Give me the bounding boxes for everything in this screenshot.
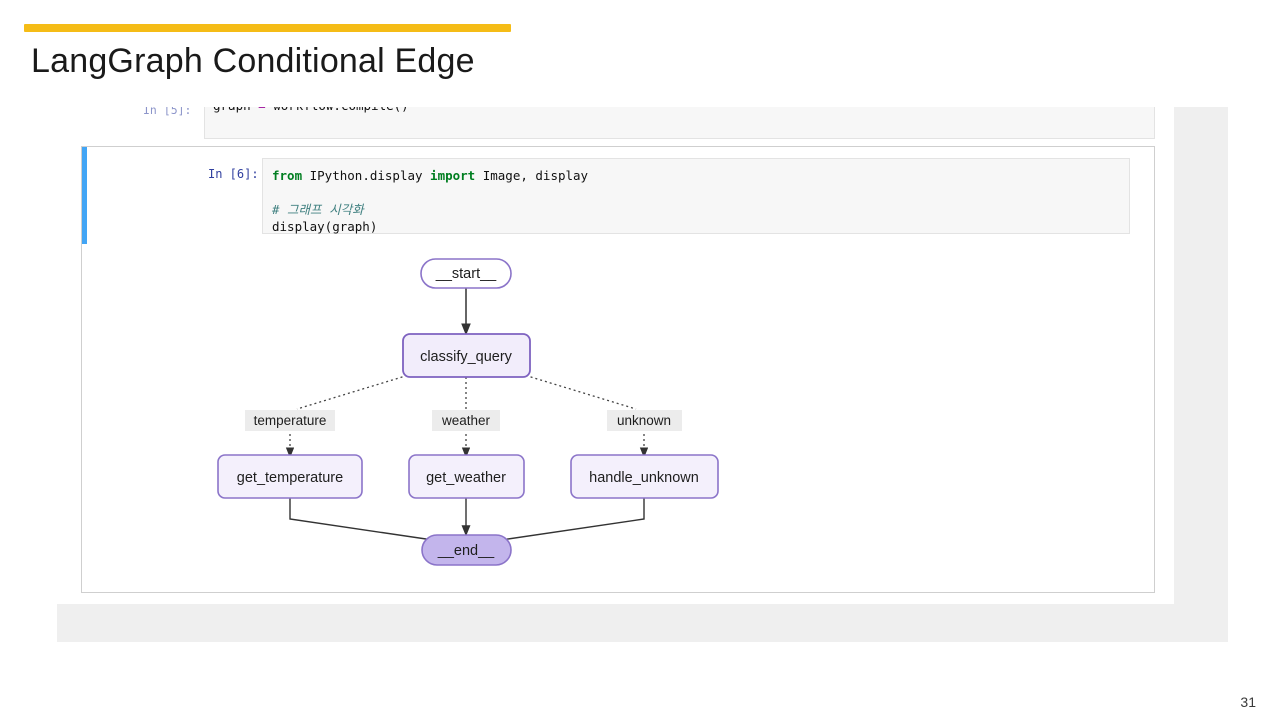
cell-output-graph: temperature weather unknown __start__ [82,244,1154,592]
code-token-operator: = [258,107,266,113]
edge-label-unknown: unknown [617,413,671,428]
graph-node-end[interactable]: __end__ [421,534,512,566]
graph-edge-labels: temperature weather unknown [245,410,682,431]
code-line-compile: graph = workflow.compile() [213,107,1146,114]
screenshot-backdrop: In [5]: graph = workflow.compile() In [6… [57,107,1228,642]
notebook-cell-previous[interactable]: In [5]: graph = workflow.compile() [143,107,1155,139]
code-token-rest: workflow.compile() [266,107,408,113]
code-token-import: import [430,168,476,183]
node-label-start: __start__ [435,266,497,282]
code-input-active[interactable]: from IPython.display import Image, displ… [262,158,1130,234]
code-blank-line [272,184,1120,201]
node-label-end: __end__ [437,543,495,559]
edge-label-temperature: temperature [254,413,327,428]
node-shape-start [420,258,512,289]
code-line-import: from IPython.display import Image, displ… [272,167,1120,184]
node-label-get-weather: get_weather [426,470,506,486]
edge-label-weather-bg [432,410,500,431]
graph-node-start[interactable]: __start__ [420,258,512,289]
langgraph-diagram: temperature weather unknown __start__ [217,258,719,566]
edge-classify-to-temperature-upper [296,373,413,410]
edge-temperature-to-end [289,497,462,548]
cell-prompt-previous: In [5]: [143,107,192,117]
edge-unknown-to-end [472,497,645,548]
node-label-handle-unknown: handle_unknown [589,470,699,486]
graph-node-handle-unknown[interactable]: handle_unknown [570,454,719,499]
edge-classify-to-unknown-upper [520,373,637,410]
code-line-comment: # 그래프 시각화 [272,202,364,217]
code-token-var: graph [213,107,251,113]
node-shape-classify-query [402,333,531,378]
code-token-names: Image, display [475,168,589,183]
page-title: LangGraph Conditional Edge [31,42,475,80]
code-token-from: from [272,168,303,183]
code-line-display: display(graph) [272,219,378,234]
edge-label-temperature-bg [245,410,335,431]
graph-node-classify-query[interactable]: classify_query [402,333,531,378]
notebook-cell-active[interactable]: In [6]: from IPython.display import Imag… [81,146,1155,593]
edge-label-weather: weather [441,413,491,428]
notebook-panel: In [5]: graph = workflow.compile() In [6… [57,107,1174,604]
node-shape-get-weather [408,454,525,499]
slide-page-number: 31 [1240,694,1256,710]
graph-edges [285,287,649,548]
graph-node-get-weather[interactable]: get_weather [408,454,525,499]
node-shape-handle-unknown [570,454,719,499]
code-input-previous[interactable]: graph = workflow.compile() [204,107,1155,139]
node-shape-end [421,534,512,566]
node-shape-get-temperature [217,454,363,499]
code-token-module: IPython.display [302,168,431,183]
graph-node-get-temperature[interactable]: get_temperature [217,454,363,499]
node-label-classify-query: classify_query [420,349,513,365]
title-accent-bar [24,24,511,32]
cell-prompt-active: In [6]: [208,167,259,181]
edge-label-unknown-bg [607,410,682,431]
node-label-get-temperature: get_temperature [237,470,343,486]
